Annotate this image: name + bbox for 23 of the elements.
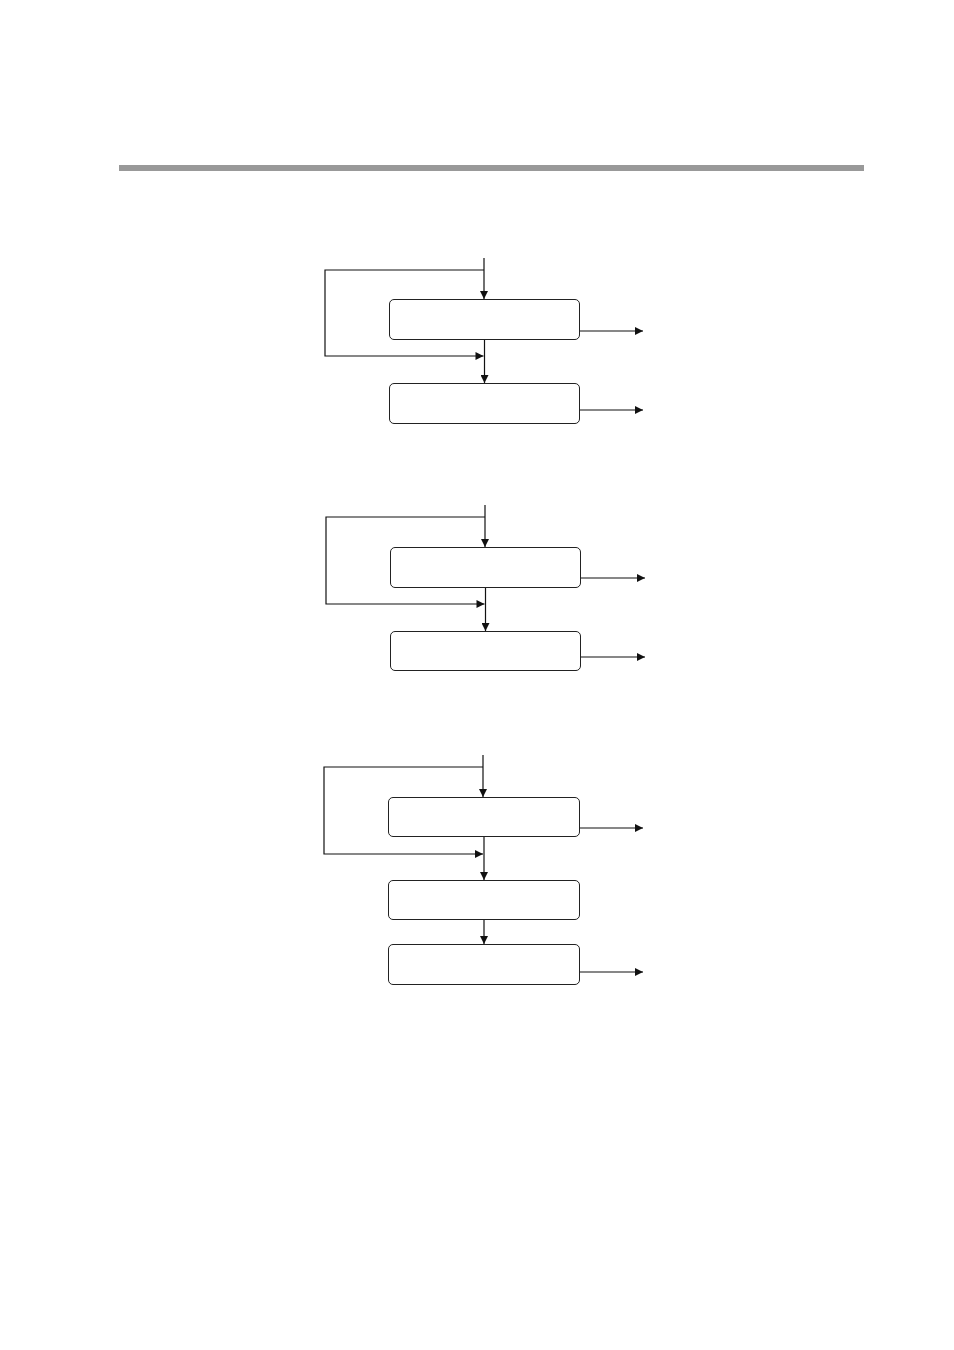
arrow <box>480 257 488 300</box>
arrow <box>480 339 489 384</box>
process-box <box>390 547 581 588</box>
arrow <box>579 824 644 832</box>
arrow <box>481 504 489 548</box>
arrow <box>480 836 488 881</box>
arrow <box>579 327 644 335</box>
arrow <box>325 516 486 608</box>
process-box <box>389 383 580 424</box>
process-box <box>388 797 580 837</box>
arrow <box>480 919 488 945</box>
arrow <box>579 406 644 414</box>
arrow <box>481 587 490 632</box>
process-box <box>390 631 581 671</box>
arrow <box>580 574 646 582</box>
process-box <box>388 944 580 985</box>
arrow <box>580 653 646 661</box>
process-box <box>389 299 580 340</box>
arrow <box>579 968 644 976</box>
process-box <box>388 880 580 920</box>
arrow <box>323 766 484 858</box>
arrow <box>479 754 487 798</box>
arrow <box>324 269 485 360</box>
